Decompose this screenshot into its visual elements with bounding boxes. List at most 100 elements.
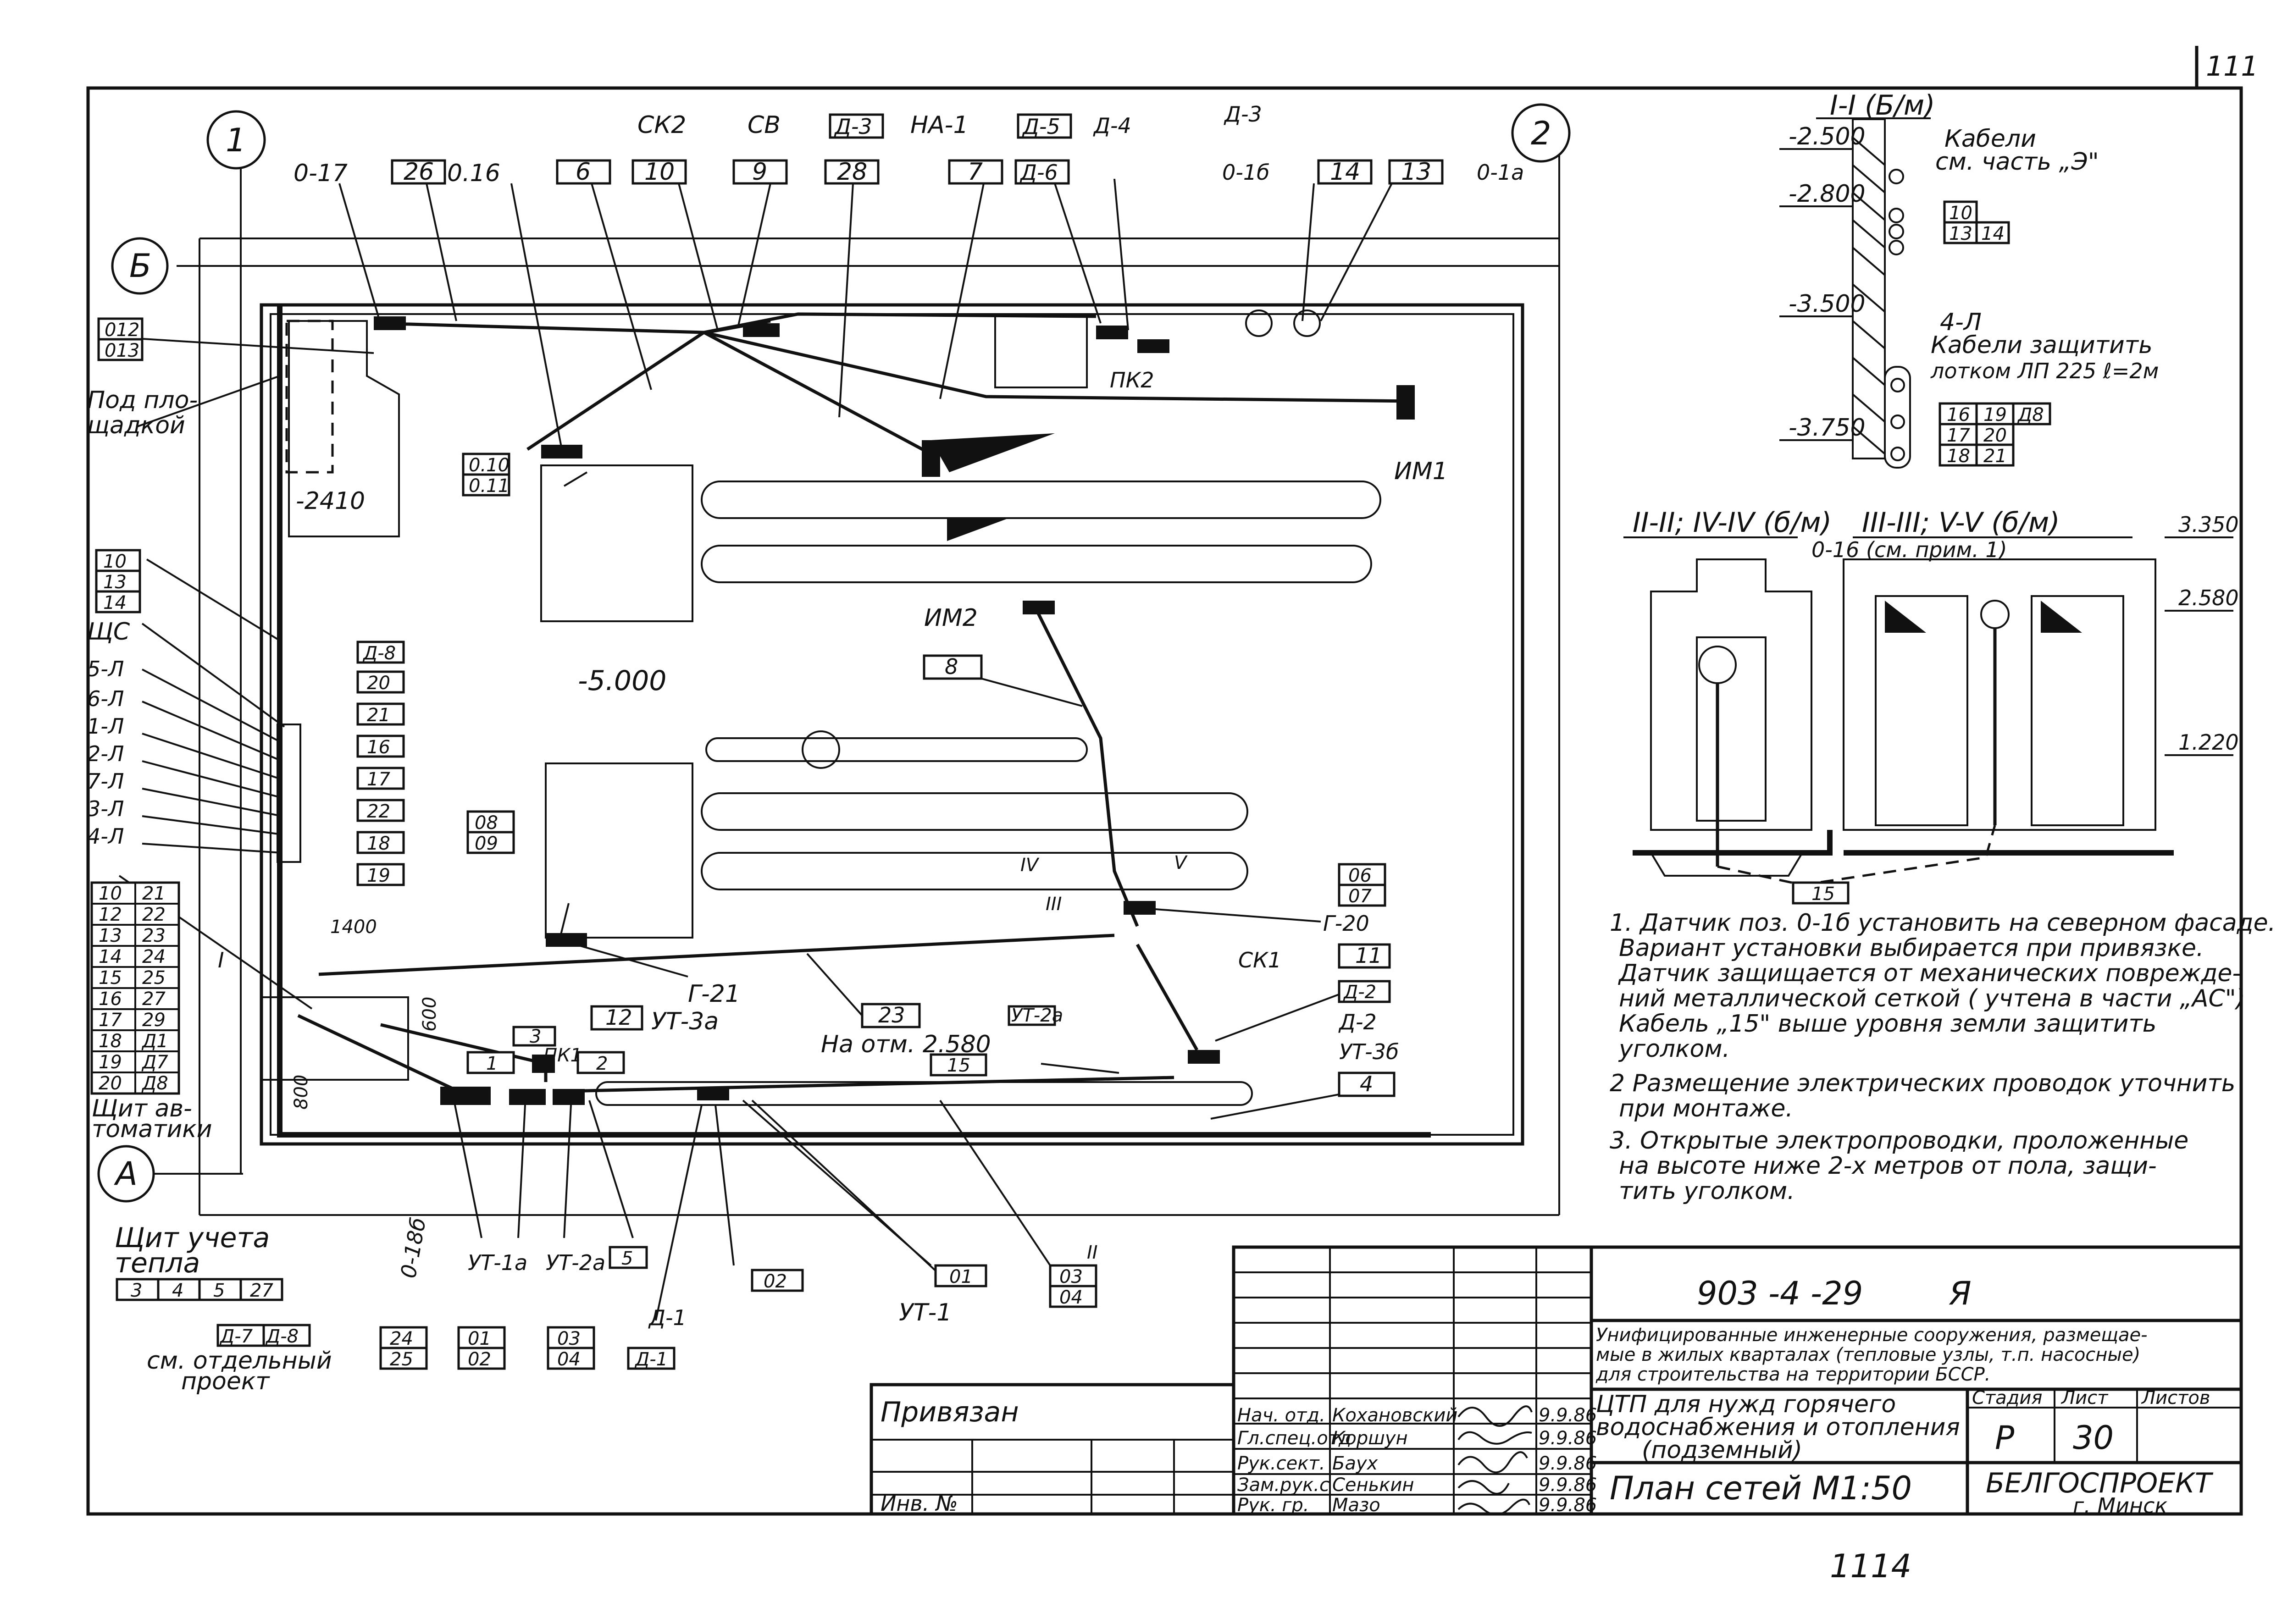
heat-meter-2: тепла <box>115 1247 200 1279</box>
svg-text:IV: IV <box>1020 855 1040 876</box>
svg-text:-2.500: -2.500 <box>1789 123 1866 150</box>
top-tags: 26 6 10 9 28 7 Д-6 Д-5 14 13 Д-3 <box>391 113 1444 186</box>
svg-text:18: 18 <box>367 833 390 854</box>
svg-text:02: 02 <box>764 1271 787 1292</box>
svg-text:29: 29 <box>142 1010 166 1031</box>
panel-room <box>260 996 409 1081</box>
svg-text:24: 24 <box>142 946 166 967</box>
svg-text:04: 04 <box>557 1349 581 1370</box>
svg-text:см. часть „Э": см. часть „Э" <box>1935 148 2099 176</box>
tag-0-16: 0.16 <box>447 160 500 187</box>
svg-text:17: 17 <box>99 1010 122 1031</box>
svg-text:Кабели: Кабели <box>1944 125 2036 153</box>
tag-ha1: НА-1 <box>910 111 969 139</box>
svg-text:14: 14 <box>1981 223 2005 244</box>
panel-caption-1: Щит ав- <box>92 1095 192 1122</box>
svg-text:Рук.сект.: Рук.сект. <box>1237 1453 1325 1474</box>
pit <box>288 320 400 537</box>
tag-im1: ИМ1 <box>1394 458 1448 485</box>
svg-text:1400: 1400 <box>330 917 377 938</box>
svg-text:на высоте ниже 2-х метров от п: на высоте ниже 2-х метров от пола, защи- <box>1619 1152 2157 1180</box>
org-name: БЕЛГОСПРОЕКТ <box>1986 1467 2214 1499</box>
svg-text:III-III; V-V (б/м): III-III; V-V (б/м) <box>1862 507 2060 539</box>
tag-013: 013 <box>105 340 139 361</box>
svg-text:-2.800: -2.800 <box>1789 180 1866 208</box>
svg-text:08: 08 <box>475 812 498 834</box>
svg-text:01: 01 <box>468 1328 491 1349</box>
tag-9: 9 <box>752 158 767 186</box>
svg-text:13: 13 <box>99 925 122 946</box>
svg-text:Д-1: Д-1 <box>648 1305 687 1330</box>
svg-text:Г-21: Г-21 <box>688 980 740 1008</box>
svg-text:23: 23 <box>142 925 166 946</box>
equipment-block-1 <box>540 464 693 622</box>
sheet-title: План сетей М1:50 <box>1610 1469 1912 1507</box>
axis-bubble-2 <box>1511 103 1571 163</box>
svg-text:г. Минск: г. Минск <box>2073 1493 2167 1518</box>
svg-text:12: 12 <box>99 904 122 925</box>
cable-3l: 3-Л <box>87 796 124 821</box>
tied-label: Привязан <box>881 1396 1019 1428</box>
heater-2 <box>701 545 1372 583</box>
svg-text:Б: Б <box>129 247 151 285</box>
tag-14-l: 14 <box>103 592 127 613</box>
tag-d3-b: Д-3 <box>1224 102 1262 127</box>
section-I-title: I-I (Б/м) <box>1830 89 1935 122</box>
elev-pit: -2410 <box>296 487 365 515</box>
svg-text:10: 10 <box>99 883 122 904</box>
svg-text:22: 22 <box>367 801 390 822</box>
svg-text:5: 5 <box>621 1248 633 1269</box>
svg-text:II: II <box>1087 1242 1098 1263</box>
svg-text:Кохановский: Кохановский <box>1332 1405 1457 1426</box>
svg-text:18: 18 <box>1947 446 1970 467</box>
tag-012: 012 <box>105 320 139 341</box>
tag-14: 14 <box>1330 158 1360 186</box>
svg-text:Кабели защитить: Кабели защитить <box>1931 331 2153 359</box>
svg-text:25: 25 <box>390 1349 413 1370</box>
svg-text:09: 09 <box>475 833 498 854</box>
sheet-number: 111 <box>2206 50 2259 83</box>
svg-text:УТ-1а: УТ-1а <box>468 1250 527 1275</box>
svg-text:3: 3 <box>131 1280 142 1301</box>
svg-text:-3.500: -3.500 <box>1789 290 1866 318</box>
svg-text:4-Л: 4-Л <box>1940 309 1982 336</box>
svg-text:Мазо: Мазо <box>1332 1495 1380 1516</box>
svg-text:УТ-2а: УТ-2а <box>1011 1005 1063 1026</box>
svg-text:2.580: 2.580 <box>2178 586 2239 610</box>
svg-text:Д-2: Д-2 <box>1343 982 1376 1003</box>
svg-text:1: 1 <box>226 122 246 159</box>
svg-text:2: 2 <box>596 1053 608 1074</box>
bottom-number: 1114 <box>1830 1547 1911 1585</box>
svg-text:8: 8 <box>945 654 958 679</box>
shs-tags: Д-8 20 21 16 17 22 18 19 <box>356 641 405 886</box>
svg-text:9.9.86: 9.9.86 <box>1539 1495 1597 1516</box>
svg-text:ний металлической сеткой ( учт: ний металлической сеткой ( учтена в част… <box>1619 985 2245 1012</box>
tag-d3: Д-3 <box>834 114 872 139</box>
axis-bubble-b <box>111 237 169 295</box>
svg-text:уголком.: уголком. <box>1618 1035 1730 1063</box>
svg-text:9.9.86: 9.9.86 <box>1539 1453 1597 1474</box>
svg-text:V: V <box>1174 852 1188 873</box>
svg-text:21: 21 <box>367 705 390 726</box>
heat-meter-row: 3 4 5 27 <box>116 1278 283 1301</box>
svg-text:Д8: Д8 <box>141 1073 168 1094</box>
svg-text:02: 02 <box>468 1349 491 1370</box>
svg-text:18: 18 <box>99 1031 122 1052</box>
tag-cb: СВ <box>748 111 781 139</box>
svg-text:лотком ЛП 225 ℓ=2м: лотком ЛП 225 ℓ=2м <box>1930 359 2159 383</box>
svg-text:9.9.86: 9.9.86 <box>1539 1405 1597 1426</box>
svg-text:07: 07 <box>1348 886 1372 907</box>
svg-text:мые в жилых кварталах (тепловы: мые в жилых кварталах (тепловые узлы, т.… <box>1596 1344 2140 1365</box>
svg-text:1: 1 <box>486 1053 498 1074</box>
svg-text:Рук. гр.: Рук. гр. <box>1237 1495 1309 1516</box>
svg-text:5: 5 <box>213 1280 225 1301</box>
sheet-value: 30 <box>2073 1419 2114 1457</box>
tag-10-l: 10 <box>103 551 127 572</box>
svg-text:тить уголком.: тить уголком. <box>1619 1177 1795 1205</box>
note-2: 2 Размещение электрических проводок уточ… <box>1610 1070 2235 1097</box>
svg-text:17: 17 <box>1947 425 1970 446</box>
sensor-0-8 <box>546 933 587 947</box>
